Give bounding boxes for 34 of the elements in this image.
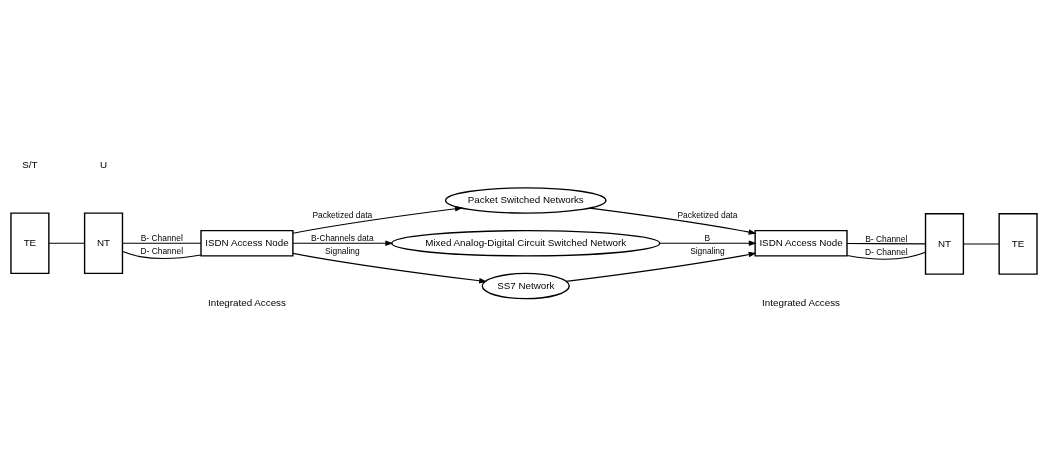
arrow (292, 240, 394, 246)
label: U (100, 158, 108, 170)
connector (846, 251, 926, 260)
node-box: ISDN Access Node (754, 229, 848, 257)
connector (963, 242, 1000, 245)
node-box: NT (83, 211, 124, 274)
edge-label: B- Channel (140, 232, 183, 243)
arrow (292, 205, 463, 234)
connector (48, 242, 85, 244)
label: Integrated Access (762, 296, 840, 308)
connector (121, 242, 202, 244)
edge-label: Signaling (690, 245, 725, 256)
node-box: TE (998, 212, 1038, 275)
node-box: NT (924, 212, 965, 275)
edge-label: B (704, 232, 711, 243)
edge-label: Packetized data (312, 209, 373, 220)
arrow (292, 252, 488, 283)
arrow (659, 240, 757, 246)
edge-label: D- Channel (864, 246, 908, 257)
arrow (565, 251, 757, 282)
node-box: TE (10, 211, 50, 274)
label: S/T (22, 158, 38, 170)
node-ellipse: SS7 Network (481, 272, 570, 299)
node-ellipse: Mixed Analog-Digital Circuit Switched Network (391, 229, 661, 257)
connector (846, 242, 926, 244)
arrow (589, 207, 757, 235)
edge-label: B- Channel (865, 233, 908, 244)
connector (122, 250, 202, 259)
node-box: ISDN Access Node (200, 229, 294, 257)
edge-label: B-Channels data (311, 232, 374, 243)
edge-label: D- Channel (140, 245, 184, 256)
label: Integrated Access (208, 296, 286, 308)
edge-label: Signaling (325, 245, 360, 256)
edge-label: Packetized data (677, 209, 738, 220)
